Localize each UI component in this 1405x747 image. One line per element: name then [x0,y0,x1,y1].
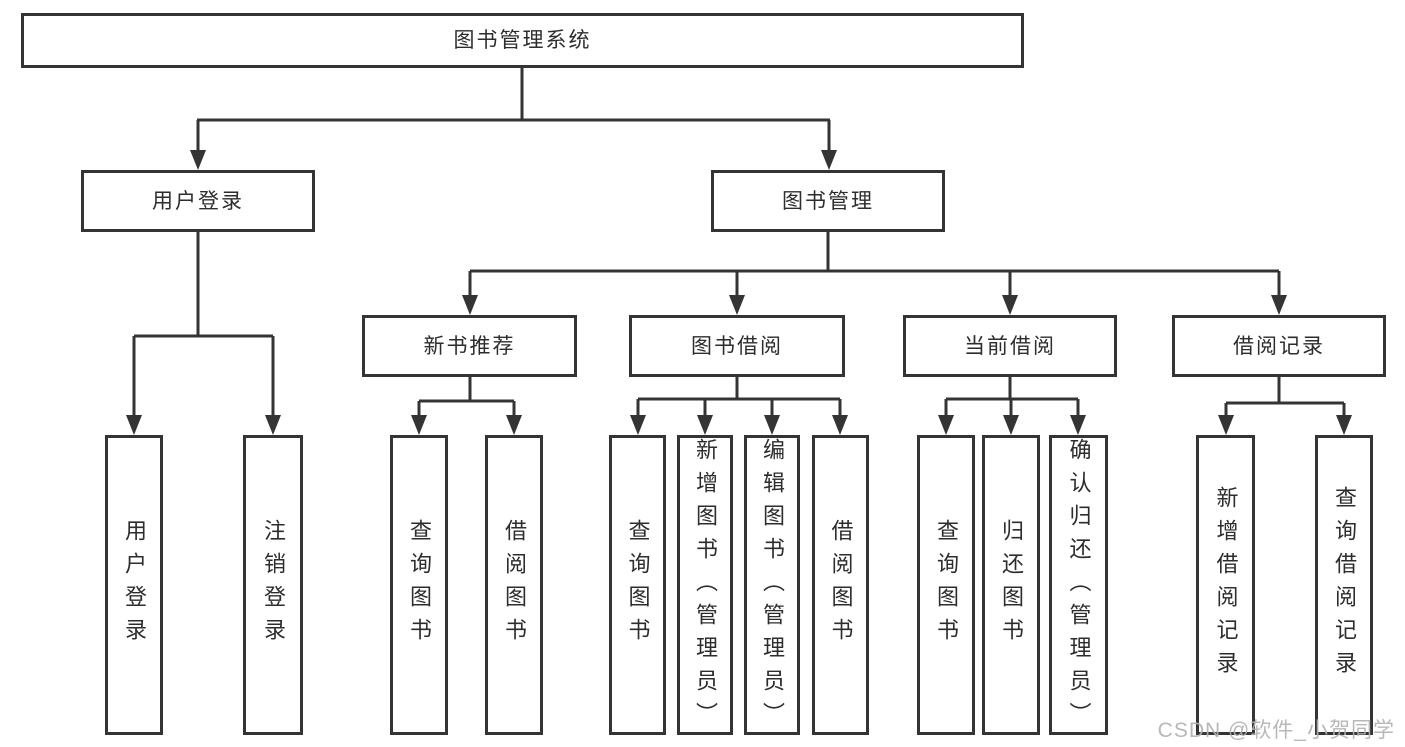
leaf-query-books-current: 查询图书 [917,435,975,735]
arrow-head [265,415,281,435]
node-user-login: 用户登录 [81,170,315,232]
connector-current-borrow-split [944,377,1080,419]
arrow-head [190,150,206,170]
arrow-head [126,415,142,435]
arrow-head [832,415,848,435]
connector-new-book-split [417,377,516,419]
arrow-head [1070,415,1086,435]
arrow-head [697,415,713,435]
connector-book-borrow-split [636,377,842,419]
connector-borrow-records-split [1224,377,1346,419]
arrow-head [1003,415,1019,435]
node-new-book-recommendation: 新书推荐 [362,315,577,377]
connector-user-login-split [132,232,275,419]
arrow-head [630,415,646,435]
arrow-head [1002,295,1018,315]
node-borrowing-records: 借阅记录 [1172,315,1386,377]
arrow-head [411,415,427,435]
leaf-query-books-borrow: 查询图书 [609,435,666,735]
node-current-borrowing: 当前借阅 [903,315,1117,377]
connector-book-mgmt-split [468,232,1281,299]
leaf-query-books-recommend: 查询图书 [390,435,448,735]
arrow-head [506,415,522,435]
node-book-borrowing: 图书借阅 [629,315,845,377]
arrow-head [938,415,954,435]
leaf-borrow-books: 借阅图书 [812,435,869,735]
connector-root-split [196,68,831,154]
arrow-head [1218,415,1234,435]
arrow-head [764,415,780,435]
leaf-borrow-books-recommend: 借阅图书 [485,435,543,735]
leaf-add-borrow-record: 新增借阅记录 [1196,435,1255,735]
leaf-logout: 注销登录 [243,435,303,735]
arrow-heads [126,150,1352,435]
leaf-user-login: 用户登录 [105,435,163,735]
arrow-head [821,150,837,170]
arrow-head [1271,295,1287,315]
node-root-system: 图书管理系统 [21,13,1024,68]
leaf-return-books: 归还图书 [982,435,1040,735]
arrow-head [462,295,478,315]
arrow-head [1336,415,1352,435]
leaf-confirm-return-admin: 确认归还（管理员） [1049,435,1108,735]
leaf-add-books-admin: 新增图书（管理员） [677,435,733,735]
node-book-management: 图书管理 [711,170,945,232]
arrow-head [729,295,745,315]
leaf-edit-books-admin: 编辑图书（管理员） [744,435,800,735]
csdn-watermark: CSDN @软件_小贺同学 [1157,719,1395,742]
leaf-query-borrow-record: 查询借阅记录 [1315,435,1373,735]
